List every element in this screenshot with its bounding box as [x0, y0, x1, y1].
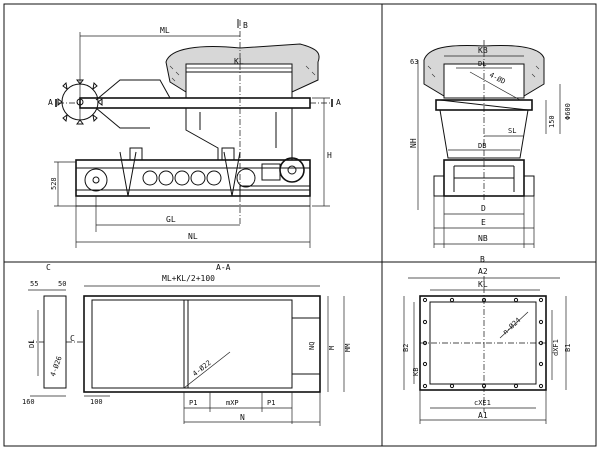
- label-b2: B2: [402, 344, 410, 352]
- label-e: E: [481, 218, 486, 227]
- side-view: KB DL 63 4-ØD SL DB NH 150 Φ600: [409, 40, 572, 248]
- label-kb: KB: [478, 46, 488, 55]
- label-150: 150: [548, 115, 556, 128]
- label-holes: 4-Ø26: [49, 355, 64, 378]
- plan-view: B A2 KL n-Ø24 B2 KB dXF1 B1 cXE1: [402, 255, 572, 424]
- label-63: 63: [410, 58, 418, 66]
- label-mxp: mXP: [226, 399, 239, 407]
- label-b: B: [243, 21, 248, 30]
- label-c-left: C: [46, 263, 51, 272]
- label-kl: KL: [234, 57, 244, 66]
- reducer: [261, 163, 281, 181]
- label-dl: DL: [478, 60, 486, 68]
- section-outlet: [291, 317, 321, 375]
- section-inner-frame: [91, 299, 293, 389]
- label-dxf1: dXF1: [552, 339, 560, 356]
- chute: [185, 108, 293, 161]
- idler-rollers: [142, 168, 256, 188]
- label-section-dl: DL: [28, 340, 36, 348]
- label-nl: NL: [188, 232, 198, 241]
- label-gl: GL: [166, 215, 176, 224]
- label-section-title: A-A: [216, 263, 231, 272]
- label-h: H: [327, 151, 332, 160]
- label-p1-left: P1: [189, 399, 197, 407]
- label-a1: A1: [478, 411, 488, 420]
- side-chute: [439, 109, 529, 159]
- label-a2: A2: [478, 267, 488, 276]
- label-n: N: [240, 413, 245, 422]
- label-mm: MM: [344, 344, 352, 352]
- label-plan-kb: KB: [412, 368, 420, 376]
- label-plan-kl: KL: [478, 280, 488, 289]
- label-cxe1: cXE1: [474, 399, 491, 407]
- section-a-a: A-A ML+KL/2+100 C C 55 50 DL 4-Ø26 160 1…: [22, 263, 352, 426]
- label-a-left: A: [48, 98, 53, 107]
- label-phi600: Φ600: [564, 103, 572, 120]
- label-formula: ML+KL/2+100: [162, 274, 215, 283]
- label-b1: B1: [564, 344, 572, 352]
- label-db: DB: [478, 142, 486, 150]
- hopper: [185, 63, 293, 99]
- label-100: 100: [90, 398, 103, 406]
- label-50: 50: [58, 280, 66, 288]
- label-a-right: A: [336, 98, 341, 107]
- plan-bolt-holes: [422, 297, 544, 389]
- feeder-beam: [79, 97, 311, 109]
- label-nq: NQ: [308, 342, 316, 350]
- label-528: 528: [50, 177, 58, 190]
- label-m: M: [328, 346, 336, 350]
- label-p1-right: P1: [267, 399, 275, 407]
- motor: [279, 157, 305, 183]
- section-outer-frame: [83, 295, 321, 393]
- conveyor-frame: [75, 159, 311, 197]
- label-sl: SL: [508, 127, 516, 135]
- drive-drum: [84, 168, 108, 192]
- side-gate: [435, 99, 533, 111]
- label-ml: ML: [160, 26, 170, 35]
- label-c-mid: C: [70, 334, 75, 343]
- sheet-border: [3, 3, 597, 447]
- label-plan-hole: n-Ø24: [501, 316, 522, 336]
- label-160: 160: [22, 398, 35, 406]
- label-plan-b: B: [480, 255, 485, 264]
- label-nh: NH: [409, 138, 418, 148]
- label-55: 55: [30, 280, 38, 288]
- label-nb: NB: [478, 234, 488, 243]
- front-view: ML B KL A A: [48, 19, 341, 248]
- label-d: D: [481, 204, 486, 213]
